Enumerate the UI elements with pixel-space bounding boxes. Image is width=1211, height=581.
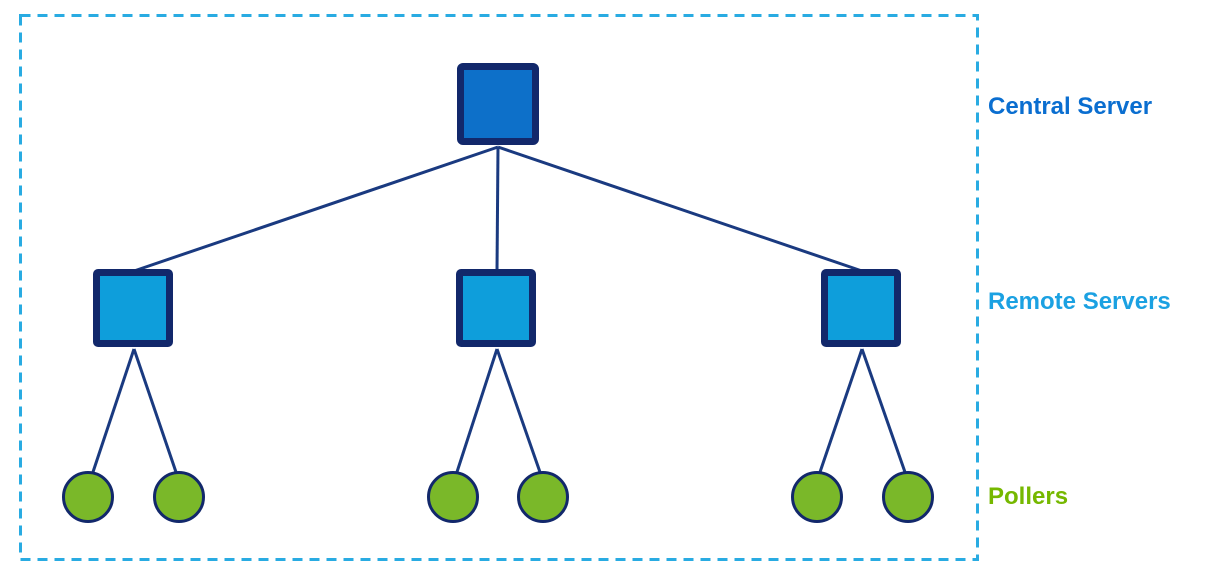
remote-servers-label: Remote Servers (988, 288, 1171, 315)
poller-node (791, 471, 843, 523)
remote-server-node (821, 269, 901, 347)
central-to-remote-connectors (133, 145, 863, 273)
poller-node (427, 471, 479, 523)
central-server-label: Central Server (988, 93, 1153, 120)
central-server-node (457, 63, 539, 145)
remote-server-node (456, 269, 536, 347)
poller-node (153, 471, 205, 523)
remote-to-poller-connectors (90, 348, 908, 476)
poller-node (62, 471, 114, 523)
poller-node (882, 471, 934, 523)
dashed-border (19, 14, 979, 561)
pollers-label: Pollers (988, 483, 1069, 510)
remote-server-node (93, 269, 173, 347)
poller-node (517, 471, 569, 523)
